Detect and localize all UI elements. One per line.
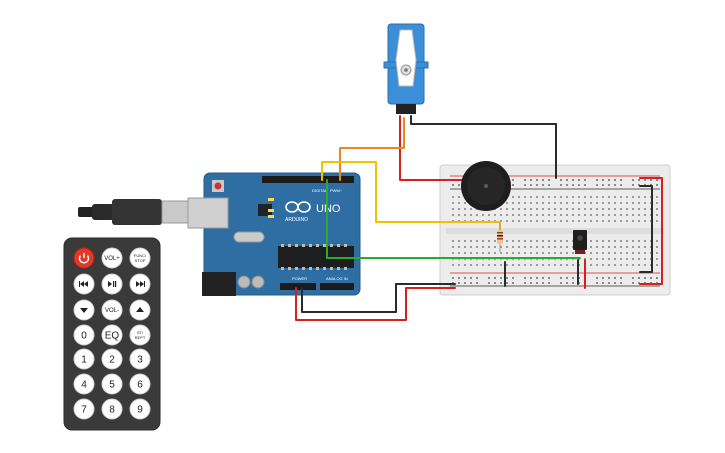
remote-button-5[interactable] — [129, 273, 151, 295]
usb-cable — [78, 199, 191, 225]
remote-button-6[interactable] — [73, 299, 95, 321]
remote-button-15[interactable]: 4 — [73, 373, 95, 395]
remote-button-3[interactable] — [73, 273, 95, 295]
remote-button-label: 5 — [109, 380, 115, 391]
remote-button-label: 4 — [81, 380, 87, 391]
wire-servo-signal — [339, 117, 405, 181]
remote-button-label: 3 — [137, 355, 143, 366]
remote-button-1[interactable]: VOL+ — [101, 247, 123, 269]
wire-rail-red-right — [639, 177, 663, 285]
remote-button-4[interactable] — [101, 273, 123, 295]
servo-connector — [396, 104, 416, 114]
remote-button-label: 2 — [109, 355, 115, 366]
arduino-model-text: UNO — [316, 203, 341, 215]
remote-button-label: EQ — [105, 331, 120, 342]
down-arrow-icon — [80, 308, 88, 313]
servo-motor[interactable] — [383, 23, 429, 114]
resistor[interactable] — [497, 222, 503, 252]
piezo-buzzer[interactable] — [461, 161, 511, 211]
remote-button-10[interactable]: EQ — [101, 324, 123, 346]
analog-header — [320, 283, 354, 290]
power-label: POWER — [292, 276, 307, 281]
remote-button-7[interactable]: VOL- — [101, 299, 123, 321]
wire-power-main — [295, 287, 456, 321]
ir-remote[interactable]: VOL+ FUNC/STOP VOL- 0 EQ ST/REPT 1 2 3 4 5 6 7 8 9 — [63, 237, 161, 431]
wire-rail-black-right — [639, 185, 653, 273]
remote-button-label: 6 — [137, 380, 143, 391]
microcontroller-chip — [278, 246, 354, 268]
rewind-icon — [79, 281, 88, 287]
digital-label: DIGITAL — [312, 188, 328, 193]
arduino-uno-board[interactable]: ARDUINO UNO DIGITAL PWM~ POWER ANALOG IN — [187, 172, 361, 296]
wire-ground-main — [301, 283, 456, 313]
remote-button-2[interactable]: FUNC/STOP — [129, 247, 151, 269]
power-icon — [78, 253, 90, 264]
remote-button-label: STOP — [135, 258, 146, 263]
remote-button-17[interactable]: 6 — [129, 373, 151, 395]
remote-button-label: VOL+ — [104, 256, 120, 262]
fast-forward-icon — [136, 281, 145, 287]
play-pause-icon — [108, 281, 117, 287]
remote-button-label: 1 — [81, 355, 87, 366]
remote-button-label: 0 — [81, 331, 87, 342]
power-header — [280, 283, 316, 290]
remote-button-label: VOL- — [105, 308, 119, 314]
wire-servo-power — [399, 115, 471, 181]
remote-button-label: FUNC/ — [134, 253, 147, 258]
wire-servo-ground — [410, 115, 557, 179]
arduino-brand-text: ARDUINO — [285, 217, 308, 223]
remote-button-11[interactable]: ST/REPT — [129, 324, 151, 346]
remote-button-label: 8 — [109, 405, 115, 416]
digital-header — [262, 176, 354, 183]
remote-button-label: 9 — [137, 405, 143, 416]
usb-jack — [187, 197, 229, 229]
remote-button-0[interactable] — [73, 247, 95, 269]
remote-button-20[interactable]: 9 — [129, 398, 151, 420]
remote-button-9[interactable]: 0 — [73, 324, 95, 346]
up-arrow-icon — [136, 307, 144, 312]
remote-button-13[interactable]: 2 — [101, 348, 123, 370]
arduino-logo — [285, 201, 311, 213]
remote-button-8[interactable] — [129, 299, 151, 321]
remote-button-19[interactable]: 8 — [101, 398, 123, 420]
pwm-label: PWM~ — [330, 188, 343, 193]
remote-button-18[interactable]: 7 — [73, 398, 95, 420]
remote-button-12[interactable]: 1 — [73, 348, 95, 370]
remote-button-label: 7 — [81, 405, 87, 416]
remote-button-label: REPT — [135, 335, 146, 340]
remote-button-label: ST/ — [137, 330, 144, 335]
remote-button-16[interactable]: 5 — [101, 373, 123, 395]
remote-button-14[interactable]: 3 — [129, 348, 151, 370]
dc-power-jack — [202, 272, 236, 296]
ir-receiver[interactable] — [573, 230, 587, 254]
wire-green — [326, 179, 581, 259]
analog-label: ANALOG IN — [326, 276, 348, 281]
